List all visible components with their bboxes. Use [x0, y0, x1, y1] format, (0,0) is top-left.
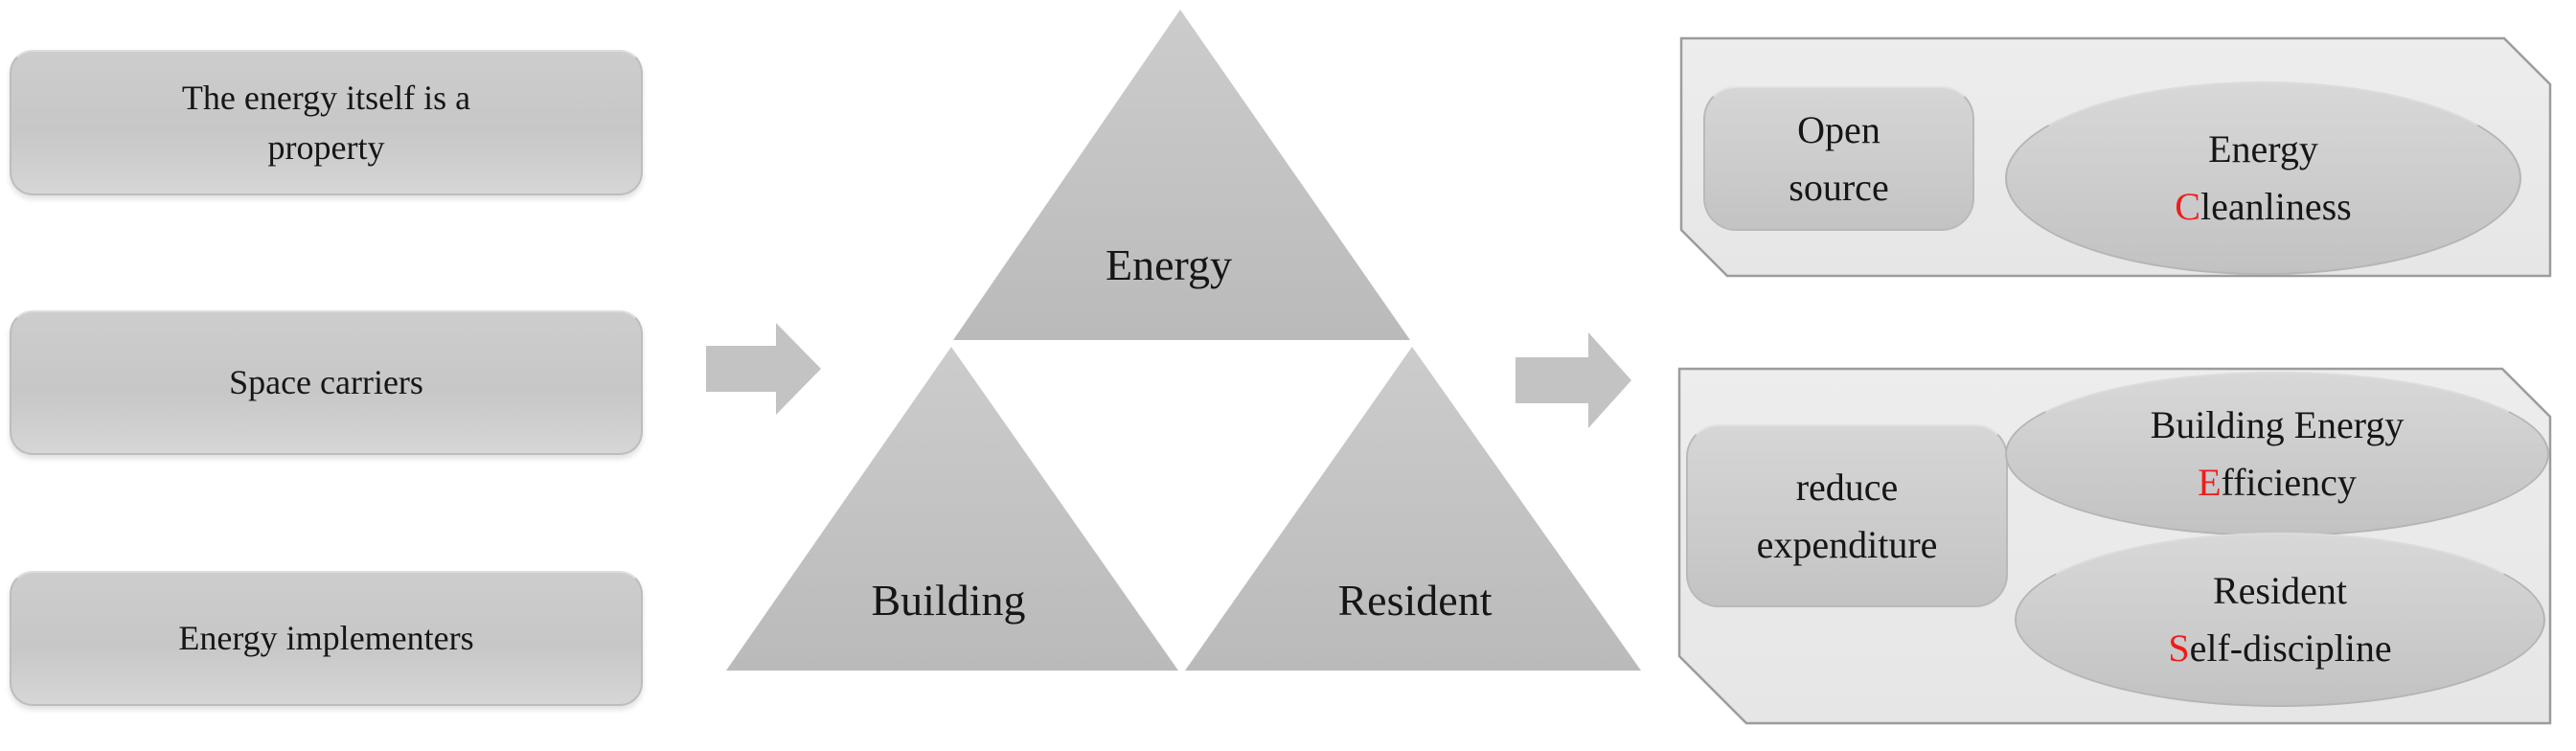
resident-self-discipline-ellipse: Resident Self-discipline: [2015, 533, 2545, 707]
triangle-label-energy: Energy: [1105, 240, 1232, 289]
red-initial: S: [2168, 626, 2190, 670]
box-energy-property: The energy itself is a property: [10, 50, 643, 195]
building-energy-efficiency-line1: Building Energy: [2150, 403, 2405, 446]
red-initial: E: [2198, 461, 2222, 504]
reduce-expenditure-line2: expenditure: [1756, 522, 1938, 566]
energy-cleanliness-line1: Energy: [2208, 127, 2318, 171]
energy-cleanliness-ellipse: Energy Cleanliness: [2005, 81, 2521, 275]
resident-self-discipline-line2-rest: elf-discipline: [2189, 626, 2392, 670]
triangle-bottom-right-resident: [1185, 347, 1641, 671]
energy-cleanliness-line2-rest: leanliness: [2200, 185, 2352, 228]
triangle-label-building: Building: [871, 576, 1026, 625]
box-space-carriers-line1: Space carriers: [229, 363, 423, 402]
building-energy-efficiency-line2: Efficiency: [2198, 454, 2357, 512]
resident-self-discipline-line2: Self-discipline: [2168, 620, 2391, 677]
building-energy-efficiency-ellipse: Building Energy Efficiency: [2005, 372, 2549, 536]
resident-self-discipline-line1: Resident: [2213, 569, 2347, 612]
box-energy-property-line2: property: [267, 128, 385, 167]
arrow-right-icon: [706, 323, 821, 415]
triangle-top-energy: [953, 10, 1410, 340]
open-source-line1: Open: [1797, 107, 1881, 151]
box-energy-implementers-line1: Energy implementers: [178, 619, 474, 658]
reduce-expenditure-box: reduce expenditure: [1686, 424, 2008, 607]
box-energy-property-line1: The energy itself is a: [181, 78, 471, 117]
arrow-right-icon: [1516, 332, 1631, 428]
box-energy-implementers: Energy implementers: [10, 571, 643, 706]
triangle-bottom-left-building: [726, 347, 1178, 671]
open-source-line2: source: [1789, 165, 1889, 209]
energy-cleanliness-line2: Cleanliness: [2175, 178, 2351, 236]
red-initial: C: [2175, 185, 2200, 228]
open-source-box: Open source: [1703, 86, 1974, 231]
building-energy-efficiency-line2-rest: fficiency: [2221, 461, 2357, 504]
reduce-expenditure-line1: reduce: [1795, 465, 1899, 509]
box-space-carriers: Space carriers: [10, 310, 643, 455]
triangle-label-resident: Resident: [1337, 576, 1493, 625]
